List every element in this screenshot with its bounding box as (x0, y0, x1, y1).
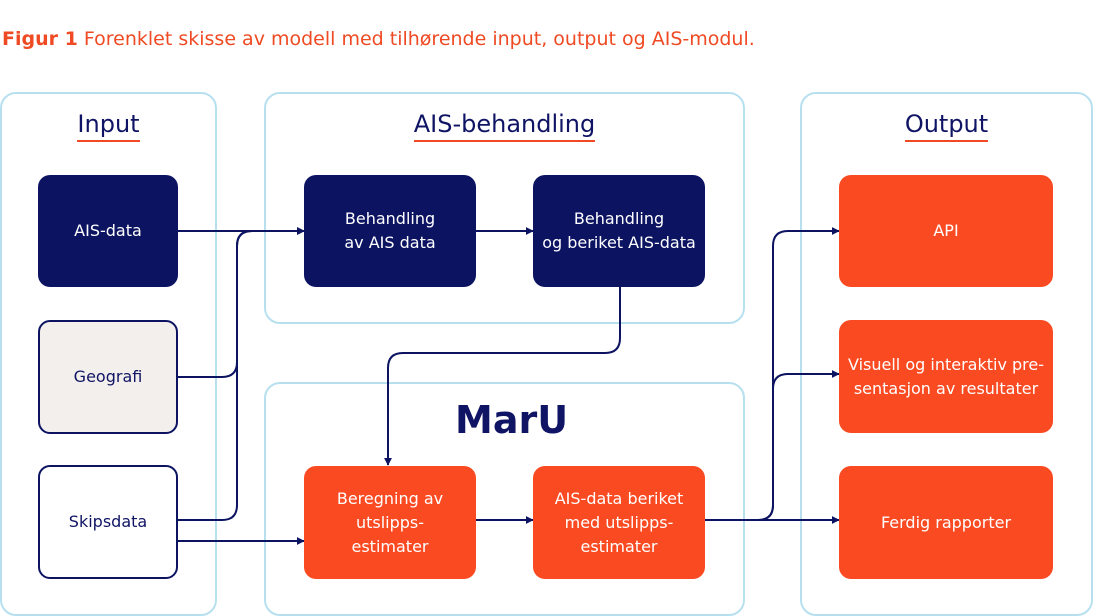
figure-caption-text: Forenklet skisse av modell med tilhørend… (83, 28, 755, 50)
box-visuell: Visuell og interaktiv pre- sentasjon av … (839, 320, 1053, 433)
arrow-to-visuell (705, 370, 840, 521)
box-rapporter: Ferdig rapporter (839, 466, 1053, 579)
box-beregning: Beregning av utslipps- estimater (304, 466, 476, 579)
figure-caption: Figur 1 Forenklet skisse av modell med t… (2, 28, 755, 50)
input-panel-title: Input (2, 110, 215, 142)
arrow-skipsdata-to-behandling (178, 227, 305, 521)
arrow-beriket-to-beregning (384, 287, 621, 466)
box-geografi: Geografi (38, 320, 178, 434)
arrow-geografi-to-behandling (178, 227, 305, 378)
figure-label: Figur 1 (2, 28, 78, 50)
box-skipsdata: Skipsdata (38, 465, 178, 579)
maru-panel-title: MarU (455, 398, 569, 442)
ais-processing-panel: AIS-behandling (264, 92, 745, 324)
box-behandling-beriket: Behandling og beriket AIS-data (533, 175, 705, 287)
ais-processing-panel-title: AIS-behandling (266, 110, 743, 142)
box-behandling-ais: Behandling av AIS data (304, 175, 476, 287)
box-ais-beriket: AIS-data beriket med utslipps- estimater (533, 466, 705, 579)
box-api: API (839, 175, 1053, 287)
input-panel: Input (0, 92, 217, 616)
output-panel-title: Output (802, 110, 1091, 142)
maru-panel (264, 382, 745, 616)
box-ais-data: AIS-data (38, 175, 178, 287)
output-panel: Output (800, 92, 1093, 616)
